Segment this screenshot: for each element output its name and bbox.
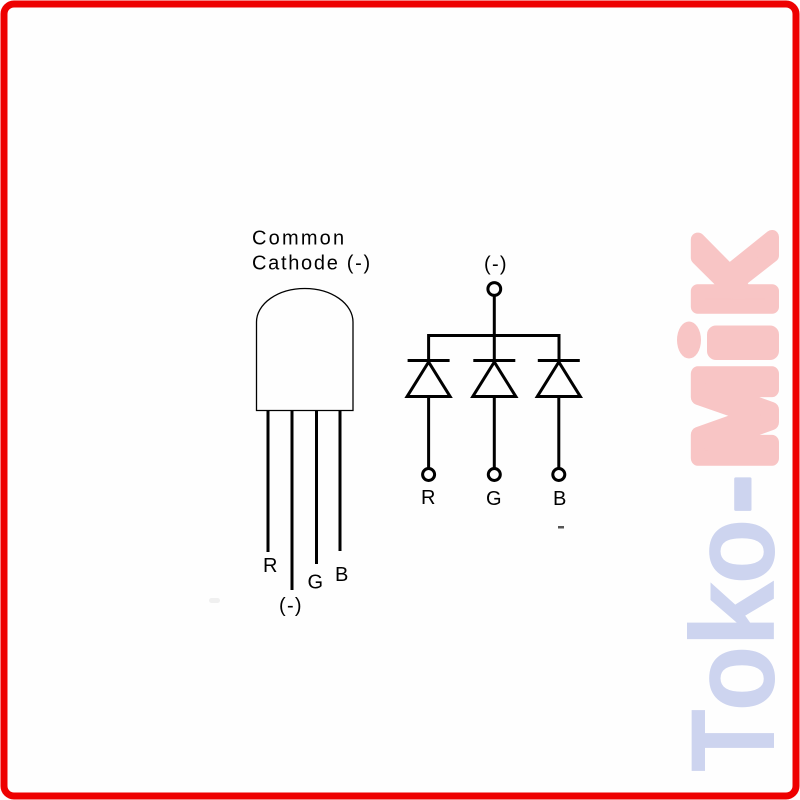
svg-text:G: G bbox=[308, 572, 325, 594]
svg-text:(-): (-) bbox=[484, 254, 508, 276]
svg-text:M: M bbox=[674, 366, 795, 466]
svg-text:-: - bbox=[666, 474, 800, 514]
svg-text:(-): (-) bbox=[279, 595, 303, 617]
svg-text:Cathode (-): Cathode (-) bbox=[252, 253, 372, 275]
svg-text:T: T bbox=[666, 709, 800, 772]
svg-text:G: G bbox=[486, 488, 503, 510]
svg-text:B: B bbox=[335, 564, 350, 586]
svg-text:R: R bbox=[421, 487, 437, 509]
svg-text:R: R bbox=[263, 555, 279, 577]
svg-text:B: B bbox=[553, 488, 568, 510]
svg-text:o: o bbox=[666, 646, 800, 712]
svg-text:o: o bbox=[666, 519, 800, 585]
svg-text:Common: Common bbox=[252, 228, 346, 250]
svg-text:k: k bbox=[666, 581, 800, 648]
svg-text:K: K bbox=[674, 236, 795, 314]
